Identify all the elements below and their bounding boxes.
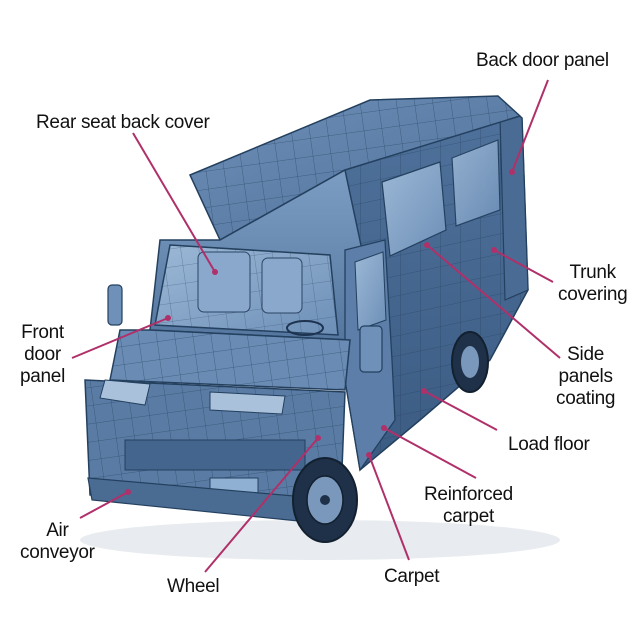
label-trunk-covering-line-1: Trunk [569, 262, 617, 283]
label-load-floor: Load floor [508, 434, 590, 455]
label-air-conveyor-line-2: conveyor [20, 542, 95, 563]
leader-reinforced-carpet [383, 427, 477, 479]
label-reinforced-carpet: Reinforced carpet [424, 484, 513, 528]
label-trunk-covering: Trunk covering [558, 262, 628, 306]
leader-dots [125, 169, 515, 495]
grille [124, 439, 306, 471]
label-front-door-panel-line-1: Front [21, 322, 64, 343]
label-side-panels-coating: Side panels coating [556, 344, 615, 410]
headlight-left [99, 379, 151, 406]
mirror-right [359, 325, 383, 373]
leader-rear-seat-back-cover [132, 132, 216, 273]
label-reinforced-carpet-line-1: Reinforced [424, 484, 513, 505]
headlight-right [209, 391, 286, 415]
label-air-conveyor-line-1: Air [46, 520, 69, 541]
label-front-door-panel-line-2: door [24, 344, 61, 365]
label-side-panels-coating-line-1: Side [567, 344, 604, 365]
leader-lines [71, 79, 561, 573]
label-side-panels-coating-line-2: panels [558, 366, 613, 387]
seat-back [197, 251, 251, 313]
leader-front-door-panel [71, 317, 169, 359]
label-air-conveyor: Air conveyor [20, 520, 95, 564]
side-window [381, 161, 447, 257]
label-front-door-panel-line-3: panel [20, 366, 65, 387]
label-rear-seat-back-cover: Rear seat back cover [36, 112, 210, 133]
label-wheel: Wheel [167, 576, 220, 597]
label-reinforced-carpet-line-2: carpet [442, 506, 494, 527]
label-front-door-panel: Front door panel [20, 322, 65, 388]
label-back-door-panel: Back door panel [476, 50, 609, 71]
label-carpet: Carpet [384, 566, 440, 587]
leader-air-conveyor [79, 491, 129, 519]
leader-carpet [368, 454, 410, 561]
leader-side-panels-coating [426, 244, 561, 359]
leader-load-floor [423, 390, 498, 431]
mirror-left [107, 284, 123, 326]
label-trunk-covering-line-2: covering [558, 284, 628, 305]
leader-wheel [204, 437, 319, 573]
steering-wheel [286, 320, 324, 336]
leader-trunk-covering [493, 249, 554, 283]
leader-back-door-panel [511, 79, 549, 173]
label-side-panels-coating-line-3: coating [556, 388, 616, 409]
